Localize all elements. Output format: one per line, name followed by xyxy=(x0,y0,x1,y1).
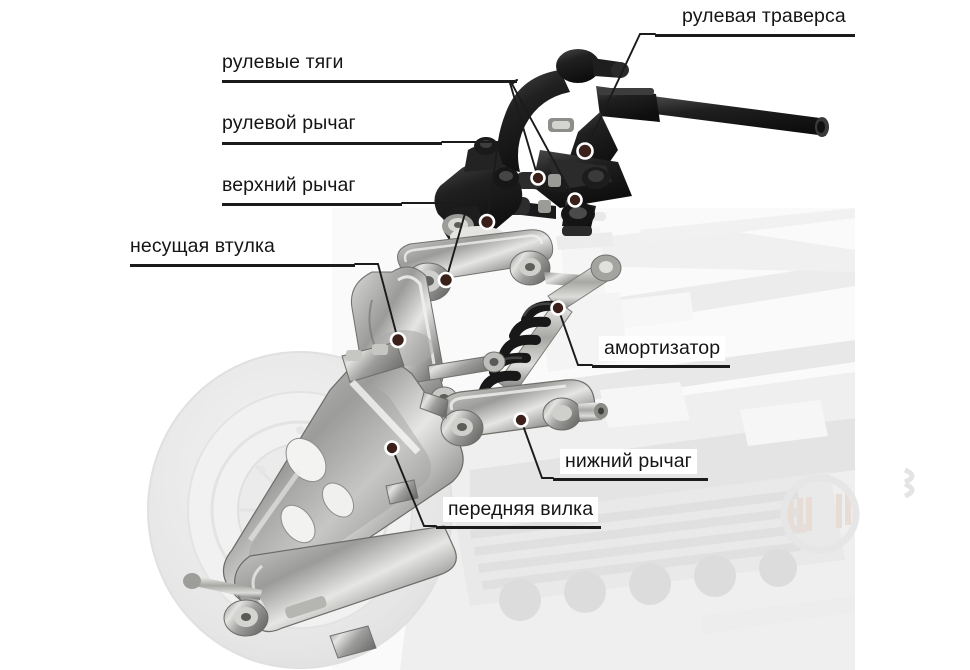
front-fork-part xyxy=(183,341,464,659)
callout-label-shock-absorber: амортизатор xyxy=(599,336,726,361)
callout-rule-shock-absorber xyxy=(592,365,730,368)
callout-label-carrier-bushing: несущая втулка xyxy=(130,235,275,257)
callout-rule-upper-control-arm xyxy=(222,203,402,206)
callout-label-steering-arm: рулевой рычаг xyxy=(222,112,356,134)
callout-rule-front-fork xyxy=(436,526,601,529)
callout-label-front-fork: передняя вилка xyxy=(443,497,599,522)
callout-label-upper-control-arm: верхний рычаг xyxy=(222,174,356,196)
callout-label-steering-crosshead: рулевая траверса xyxy=(682,5,846,27)
callout-label-lower-control-arm: нижний рычаг xyxy=(560,449,697,474)
callout-rule-lower-control-arm xyxy=(553,478,708,481)
callout-rule-steering-crosshead xyxy=(655,34,855,37)
steering-arm-part xyxy=(434,137,523,252)
leader-dots xyxy=(384,142,594,456)
callout-rule-steering-arm xyxy=(222,142,442,145)
callout-label-steering-tie-rods: рулевые тяги xyxy=(222,51,344,73)
callout-rule-steering-tie-rods xyxy=(222,80,517,83)
drag-link-part xyxy=(427,351,506,381)
callout-rule-carrier-bushing xyxy=(130,264,355,267)
lower-control-arm-part xyxy=(419,379,608,447)
